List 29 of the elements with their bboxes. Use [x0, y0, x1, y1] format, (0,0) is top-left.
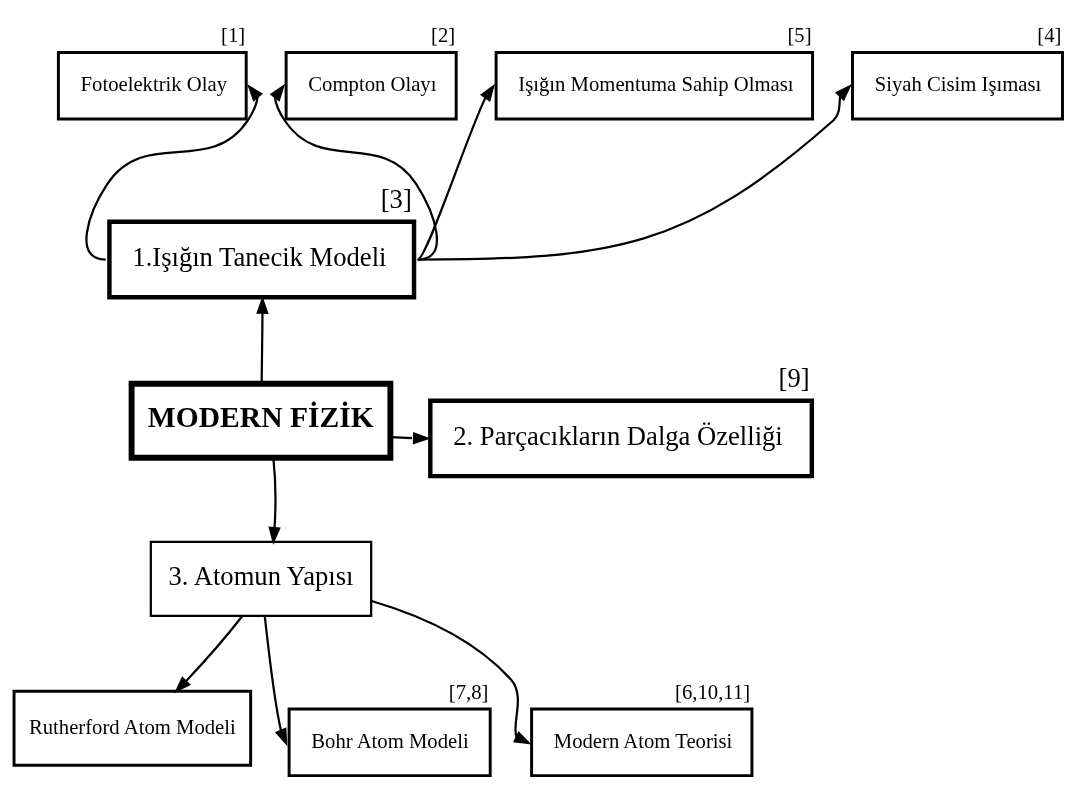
- arrow: [371, 599, 532, 745]
- node-label: [7,8]: [448, 681, 489, 704]
- arrow: [85, 83, 264, 261]
- node-box: 3. Atomun Yapısı: [149, 540, 373, 617]
- node-label: [4]: [1037, 24, 1062, 47]
- arrow: [390, 432, 431, 445]
- arrow: [263, 616, 288, 747]
- node-box: Bohr Atom Modeli: [287, 707, 492, 778]
- node-box: Siyah Cisim Işıması: [851, 51, 1064, 121]
- arrow: [417, 84, 852, 261]
- arrow: [256, 296, 269, 384]
- node-box: Modern Atom Teorisi: [530, 707, 754, 778]
- node-box: 2. Parçacıkların Dalga Özelliği: [428, 398, 815, 479]
- arrow: [268, 457, 281, 545]
- node-box: Compton Olayı: [284, 51, 458, 121]
- node-box: Işığın Momentuma Sahip Olması: [494, 51, 815, 121]
- node-label: [3]: [380, 184, 412, 215]
- node-label: [5]: [787, 24, 812, 47]
- arrow: [174, 615, 243, 694]
- node-label: [9]: [778, 363, 810, 394]
- node-box: MODERN FİZİK: [128, 380, 394, 461]
- node-label: [6,10,11]: [675, 681, 751, 704]
- node-label: [1]: [221, 24, 246, 47]
- node-box: Fotoelektrik Olay: [56, 51, 248, 121]
- node-box: 1.Işığın Tanecik Modeli: [107, 219, 417, 300]
- node-box: Rutherford Atom Modeli: [12, 689, 253, 767]
- node-label: [2]: [431, 24, 456, 47]
- arrow: [269, 83, 438, 261]
- arrow: [417, 83, 496, 261]
